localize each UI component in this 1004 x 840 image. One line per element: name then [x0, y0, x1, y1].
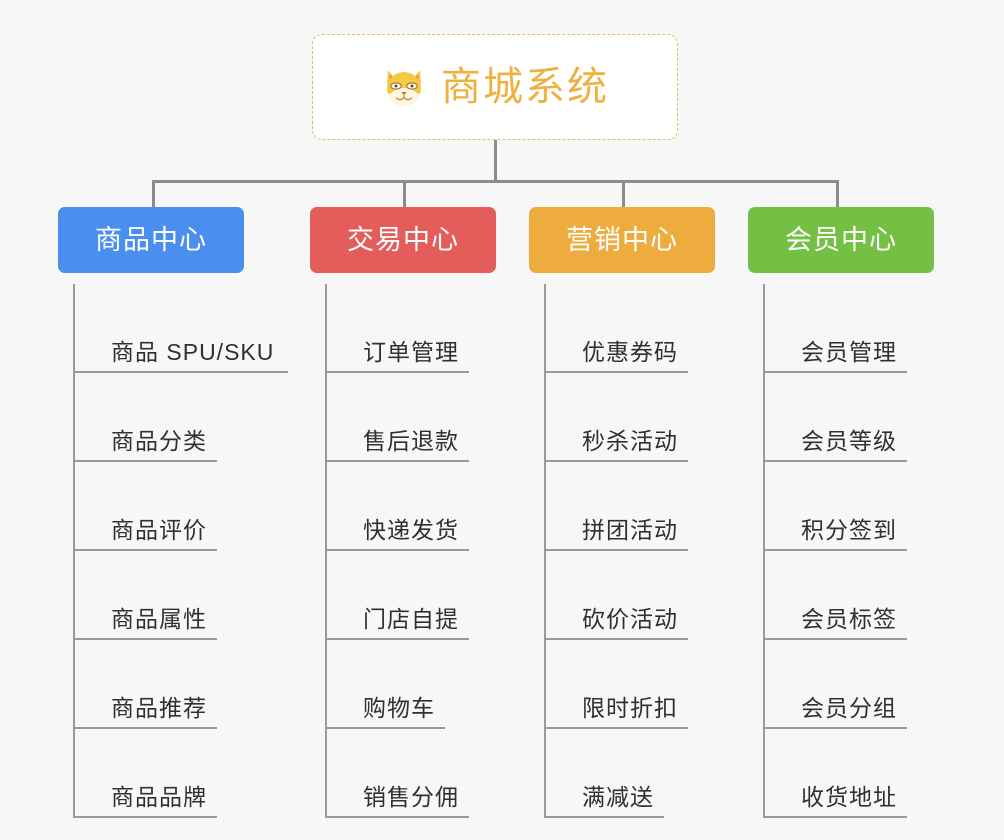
leaf-label: 购物车: [327, 697, 445, 729]
leaf-item[interactable]: 销售分佣: [327, 729, 510, 818]
leaf-label: 砍价活动: [546, 608, 688, 640]
leaf-stack-marketing-center: 优惠券码 秒杀活动 拼团活动 砍价活动 限时折扣 满减送: [544, 284, 729, 818]
leaf-item[interactable]: 会员等级: [765, 373, 948, 462]
connector-drop-product-center: [152, 180, 155, 209]
leaf-label: 拼团活动: [546, 519, 688, 551]
shiba-dog-face-icon: [381, 64, 427, 110]
leaf-label: 秒杀活动: [546, 430, 688, 462]
column-product-center: 商品中心 商品 SPU/SKU 商品分类 商品评价 商品属性 商品推荐 商品品牌: [58, 207, 289, 818]
leaf-item[interactable]: 快递发货: [327, 462, 510, 551]
leaf-item[interactable]: 秒杀活动: [546, 373, 729, 462]
leaf-label: 售后退款: [327, 430, 469, 462]
connector-horizontal-bus: [152, 180, 838, 183]
leaf-label: 商品推荐: [75, 697, 217, 729]
category-header-member-center[interactable]: 会员中心: [748, 207, 934, 273]
column-member-center: 会员中心 会员管理 会员等级 积分签到 会员标签 会员分组 收货地址: [748, 207, 948, 818]
connector-drop-marketing-center: [622, 180, 625, 209]
leaf-item[interactable]: 商品评价: [75, 462, 258, 551]
leaf-item[interactable]: 会员标签: [765, 551, 948, 640]
leaf-label: 商品 SPU/SKU: [75, 341, 289, 373]
leaf-label: 快递发货: [327, 519, 469, 551]
leaf-label: 优惠券码: [546, 341, 688, 373]
connector-drop-trade-center: [403, 180, 406, 209]
leaf-stack-trade-center: 订单管理 售后退款 快递发货 门店自提 购物车 销售分佣: [325, 284, 510, 818]
leaf-label: 会员分组: [765, 697, 907, 729]
leaf-label: 门店自提: [327, 608, 469, 640]
column-trade-center: 交易中心 订单管理 售后退款 快递发货 门店自提 购物车 销售分佣: [310, 207, 510, 818]
connector-drop-member-center: [836, 180, 839, 209]
leaf-item[interactable]: 商品属性: [75, 551, 258, 640]
leaf-item[interactable]: 砍价活动: [546, 551, 729, 640]
leaf-label: 限时折扣: [546, 697, 688, 729]
leaf-item[interactable]: 收货地址: [765, 729, 948, 818]
leaf-label: 订单管理: [327, 341, 469, 373]
leaf-item[interactable]: 商品品牌: [75, 729, 258, 818]
leaf-item[interactable]: 售后退款: [327, 373, 510, 462]
category-header-trade-center[interactable]: 交易中心: [310, 207, 496, 273]
leaf-label: 积分签到: [765, 519, 907, 551]
category-header-marketing-center[interactable]: 营销中心: [529, 207, 715, 273]
category-label: 商品中心: [95, 224, 207, 255]
leaf-item[interactable]: 商品推荐: [75, 640, 258, 729]
leaf-label: 销售分佣: [327, 786, 469, 818]
category-header-product-center[interactable]: 商品中心: [58, 207, 244, 273]
leaf-item[interactable]: 门店自提: [327, 551, 510, 640]
leaf-label: 会员标签: [765, 608, 907, 640]
leaf-item[interactable]: 订单管理: [327, 284, 510, 373]
leaf-item[interactable]: 优惠券码: [546, 284, 729, 373]
leaf-label: 商品属性: [75, 608, 217, 640]
category-label: 交易中心: [347, 224, 459, 255]
column-marketing-center: 营销中心 优惠券码 秒杀活动 拼团活动 砍价活动 限时折扣 满减送: [529, 207, 729, 818]
leaf-item[interactable]: 限时折扣: [546, 640, 729, 729]
leaf-item[interactable]: 会员分组: [765, 640, 948, 729]
root-node[interactable]: 商城系统: [312, 34, 678, 140]
leaf-label: 收货地址: [765, 786, 907, 818]
leaf-item[interactable]: 商品分类: [75, 373, 258, 462]
category-label: 营销中心: [566, 224, 678, 255]
root-title: 商城系统: [441, 65, 609, 109]
leaf-item[interactable]: 拼团活动: [546, 462, 729, 551]
leaf-item[interactable]: 积分签到: [765, 462, 948, 551]
leaf-stack-member-center: 会员管理 会员等级 积分签到 会员标签 会员分组 收货地址: [763, 284, 948, 818]
leaf-label: 满减送: [546, 786, 664, 818]
connector-root-stem: [494, 140, 497, 182]
leaf-label: 会员管理: [765, 341, 907, 373]
leaf-item[interactable]: 购物车: [327, 640, 510, 729]
leaf-item[interactable]: 会员管理: [765, 284, 948, 373]
leaf-item[interactable]: 满减送: [546, 729, 729, 818]
leaf-label: 商品评价: [75, 519, 217, 551]
leaf-label: 商品分类: [75, 430, 217, 462]
leaf-item[interactable]: 商品 SPU/SKU: [75, 284, 289, 373]
category-label: 会员中心: [785, 224, 897, 255]
leaf-label: 商品品牌: [75, 786, 217, 818]
leaf-label: 会员等级: [765, 430, 907, 462]
leaf-stack-product-center: 商品 SPU/SKU 商品分类 商品评价 商品属性 商品推荐 商品品牌: [73, 284, 289, 818]
